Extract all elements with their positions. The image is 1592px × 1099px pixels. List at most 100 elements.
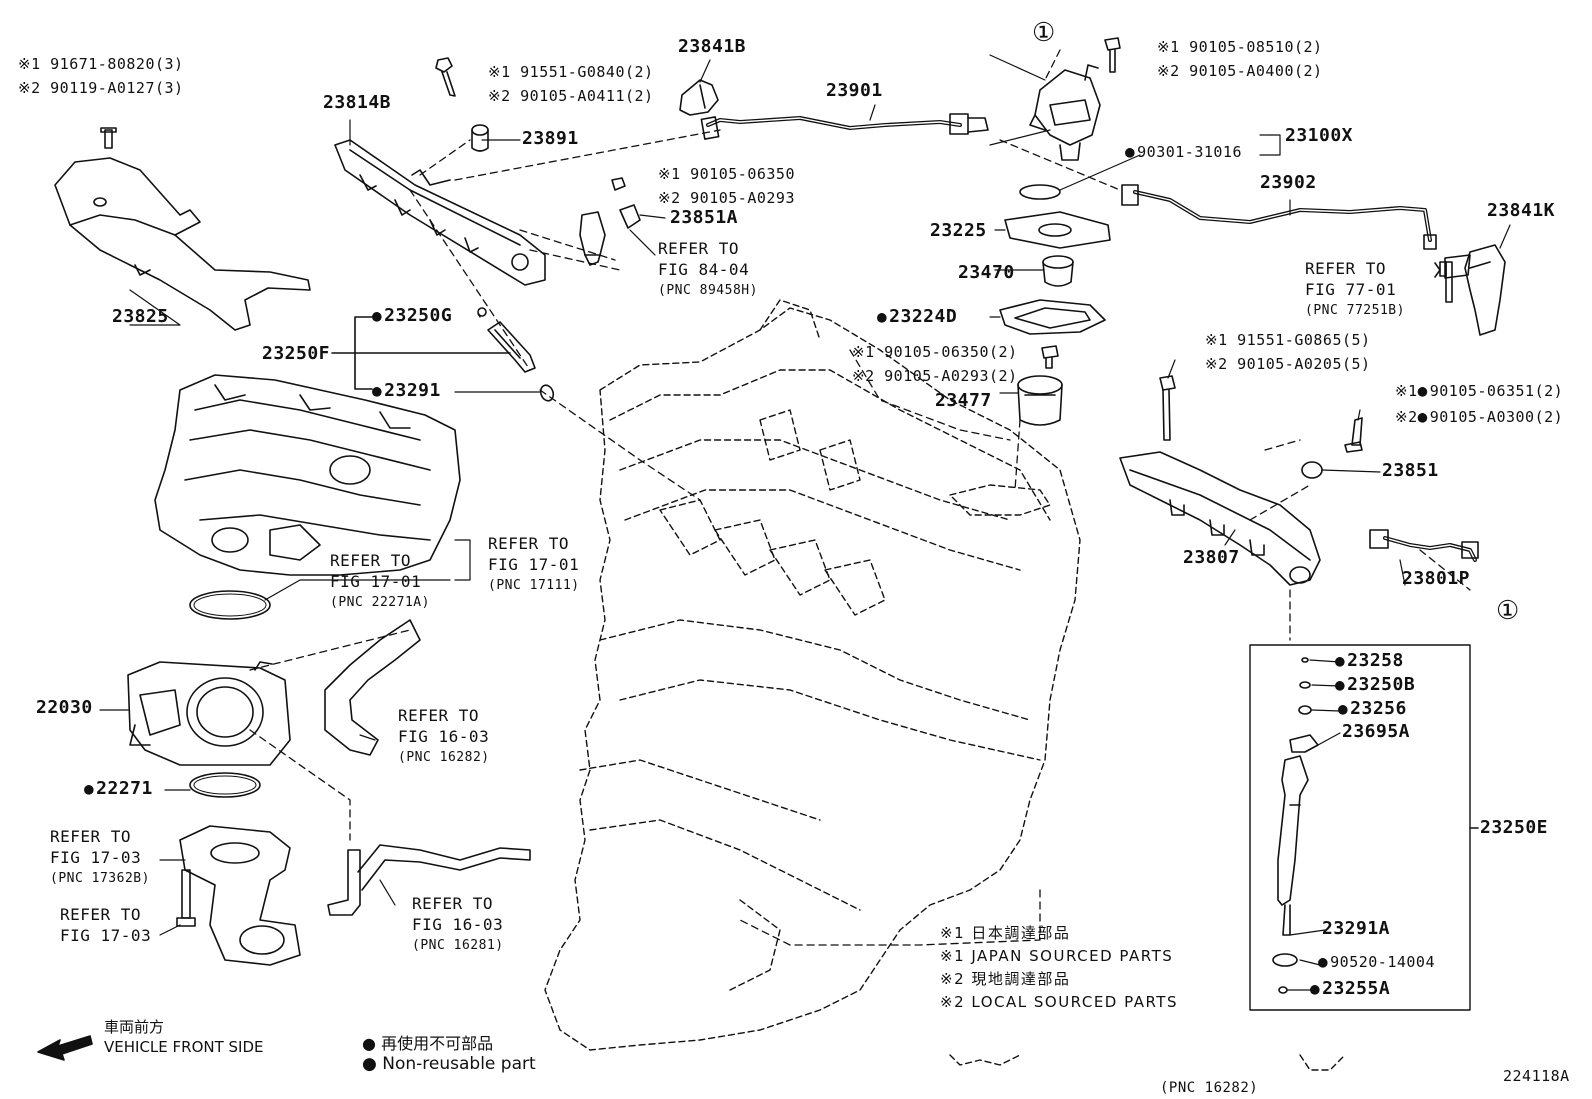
nonreusable-legend-jp: ● 再使用不可部品 (362, 1030, 493, 1054)
note-line: ※1 JAPAN SOURCED PARTS (940, 947, 1174, 965)
note-line: FIG 16-03 (412, 915, 504, 934)
label-23807: 23807 (1183, 547, 1240, 568)
note-part: 90105-06351(2) (1418, 382, 1564, 400)
bolt-90105-08510 (1104, 37, 1121, 73)
label-23250f: 23250F (262, 343, 331, 364)
injector-23250f (477, 307, 555, 402)
label-91551-g0840: ※1 91551-G0840(2) ※2 90105-A0411(2) (488, 60, 654, 108)
note-line: ※1 91671-80820(3) (18, 55, 184, 73)
label-22030: 22030 (36, 697, 93, 718)
heat-insulator-23825 (54, 127, 311, 331)
note-mark: ※2 (1395, 408, 1418, 426)
note-line: REFER TO (658, 239, 740, 258)
note-line: ※2 現地調達部品 (940, 970, 1071, 988)
label-23224d: 23224D (877, 306, 957, 327)
label-23225: 23225 (930, 220, 987, 241)
label-refer-16-03-a: REFER TO FIG 16-03 (PNC 16282) (398, 705, 490, 768)
fuel-pipe-23902 (1121, 184, 1437, 250)
label-90105-06350-b: ※1 90105-06350(2) ※2 90105-A0293(2) (852, 340, 1018, 388)
throttle-body-22030 (127, 661, 291, 766)
insulator-23851 (1301, 461, 1323, 479)
lifter-23470 (1042, 255, 1074, 287)
note-line: ※2 90119-A0127(3) (18, 79, 184, 97)
bullet-icon: ● (362, 1054, 377, 1074)
label-23825: 23825 (112, 306, 169, 327)
note-line: ※1 90105-06350 (658, 165, 795, 183)
note-line: (PNC 17362B) (50, 871, 150, 886)
note-line: REFER TO (488, 534, 570, 553)
intake-manifold (154, 374, 461, 576)
note-line: ※2 90105-A0293 (658, 189, 795, 207)
note-line: ※1 日本調達部品 (940, 924, 1071, 942)
bolt-91551-g0865 (1159, 375, 1176, 441)
note-mark: ※1 (1395, 382, 1418, 400)
label-90105-08510: ※1 90105-08510(2) ※2 90105-A0400(2) (1157, 35, 1323, 83)
throttle-adapter (179, 825, 301, 966)
label-23258: 23258 (1335, 650, 1404, 671)
label-23250e: 23250E (1480, 817, 1549, 838)
tube-77-01 (1445, 261, 1453, 303)
label-refer-17-01-a: REFER TO FIG 17-01 (PNC 17111) (488, 533, 580, 596)
label-91671-80820: ※1 91671-80820(3) ※2 90119-A0127(3) (18, 52, 184, 100)
label-23695a: 23695A (1342, 721, 1411, 742)
bolt-90105-06351 (1344, 417, 1363, 453)
label-90105-06350-a: ※1 90105-06350 ※2 90105-A0293 (658, 162, 795, 210)
label-23291: 23291 (372, 380, 441, 401)
note-line: ※1 90105-08510(2) (1157, 38, 1323, 56)
label-refer-17-01-b: REFER TO FIG 17-01 (PNC 22271A) (330, 550, 430, 613)
fuel-pipe-23801p (1369, 529, 1479, 562)
label-23250g: 23250G (372, 305, 452, 326)
note-line: (PNC 22271A) (330, 595, 430, 610)
bolt-90105-06350 (1041, 345, 1059, 369)
note-line: (PNC 16281) (412, 938, 504, 953)
note-line: REFER TO (1305, 259, 1387, 278)
bolt-17-03 (176, 869, 196, 927)
note-line: ※1 91551-G0840(2) (488, 63, 654, 81)
bolt-91551-g0840 (435, 57, 456, 97)
o-ring-90301 (1019, 184, 1061, 200)
hose-16281 (327, 844, 531, 916)
fuel-pump-23100x (1029, 64, 1101, 161)
label-refer-17-03-a: REFER TO FIG 17-03 (PNC 17362B) (50, 826, 150, 889)
pump-housing-23477 (1017, 375, 1063, 426)
sensor-23851a (579, 177, 641, 266)
note-line: ※2 90105-A0400(2) (1157, 62, 1323, 80)
note-line: FIG 16-03 (398, 727, 490, 746)
label-90520-14004: 90520-14004 (1318, 952, 1435, 971)
note-line: ※2 90105-A0205(5) (1205, 355, 1371, 373)
note-line: ※2 90105-A0293(2) (852, 367, 1018, 385)
note-part: 90105-A0300(2) (1418, 408, 1564, 426)
label-refer-16-03-b: REFER TO FIG 16-03 (PNC 16281) (412, 893, 504, 956)
front-label-en: VEHICLE FRONT SIDE (104, 1038, 264, 1056)
note-line: (PNC 89458H) (658, 283, 758, 298)
label-23891: 23891 (522, 128, 579, 149)
label-23851: 23851 (1382, 460, 1439, 481)
hose-16282 (324, 619, 421, 756)
legend-text: Non-reusable part (382, 1054, 536, 1074)
label-23477: 23477 (935, 390, 992, 411)
label-refer-17-03-b: REFER TO FIG 17-03 (60, 904, 151, 946)
note-line: FIG 17-03 (60, 926, 152, 945)
gasket-22271 (189, 772, 261, 798)
injector-23250e (1272, 657, 1319, 994)
note-line: FIG 84-04 (658, 260, 750, 279)
bracket-23250f (331, 316, 511, 390)
gasket-23224d (999, 299, 1106, 335)
front-label-jp: 車両前方 (104, 1018, 165, 1036)
sourced-parts-notes: ※1 日本調達部品 ※1 JAPAN SOURCED PARTS ※2 現地調達… (940, 922, 1178, 1014)
label-23470: 23470 (958, 262, 1015, 283)
note-line: (PNC 77251B) (1305, 303, 1405, 318)
note-line: FIG 17-01 (488, 555, 580, 574)
front-arrow (37, 1035, 93, 1061)
label-23901: 23901 (826, 80, 883, 101)
label-23814b: 23814B (323, 92, 392, 113)
gasket-22271a (189, 590, 271, 620)
dashed-leaders (249, 49, 1471, 946)
note-line: FIG 17-01 (330, 572, 422, 591)
delivery-pipe-23807 (1119, 451, 1321, 586)
note-line: (PNC 17111) (488, 578, 580, 593)
label-23801p: 23801P (1402, 568, 1471, 589)
note-line: REFER TO (50, 827, 132, 846)
